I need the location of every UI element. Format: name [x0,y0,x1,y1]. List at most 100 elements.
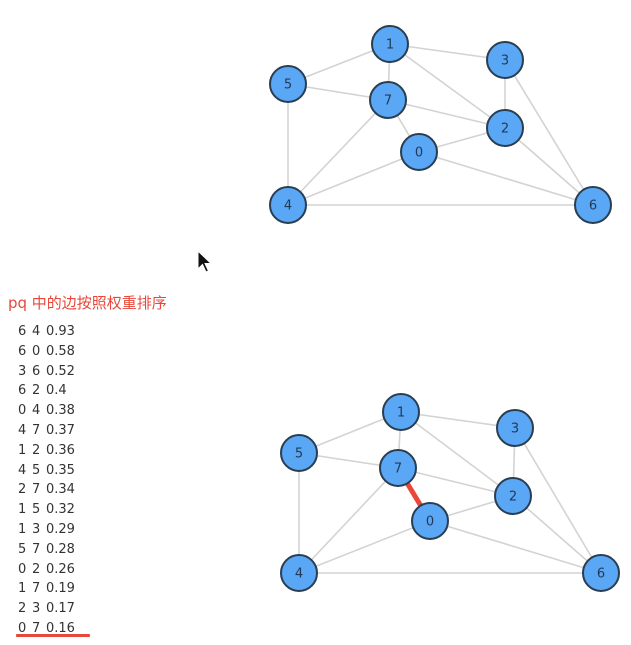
edge-weight: 0.17 [46,601,75,617]
edge-to: 5 [32,502,41,518]
edge-from: 4 [18,422,27,438]
edge-weight: 0.26 [46,561,75,577]
node-label: 3 [501,54,509,69]
edge-weight: 0.52 [46,363,75,379]
edge-weight: 0.36 [46,442,75,458]
graph-node-0: 0 [400,133,438,171]
graph-node-0: 0 [411,502,449,540]
edge-to: 7 [32,581,41,597]
edge-from: 6 [18,383,27,399]
graph-edge-0-6 [418,151,594,206]
edge-to: 5 [32,462,41,478]
edge-from: 1 [18,442,27,458]
edge-weight: 0.93 [46,324,75,339]
node-label: 1 [397,406,405,421]
edge-weight: 0.35 [46,462,75,478]
mouse-cursor-icon [197,249,213,278]
node-label: 5 [295,447,303,462]
edge-from: 1 [18,521,27,537]
edge-to: 4 [32,403,41,419]
edge-to: 3 [32,521,41,537]
node-label: 2 [509,490,517,505]
edge-to: 7 [32,541,41,557]
graph-edge-7-2 [387,99,506,129]
graph-node-4: 4 [269,186,307,224]
edge-to: 2 [32,383,41,399]
edge-weight: 0.32 [46,502,75,518]
graph-node-1: 1 [371,25,409,63]
graph-node-3: 3 [486,41,524,79]
edge-from: 0 [18,403,27,419]
edge-from: 5 [18,541,27,557]
edge-to: 7 [32,422,41,438]
graph-bottom: 0 1 2 3 4 5 6 7 [280,393,620,592]
graph-edge-0-6 [429,520,602,574]
graph-edge-1-3 [389,43,506,61]
graph-node-2: 2 [494,477,532,515]
edge-weight: 0.28 [46,541,75,557]
graph-node-5: 5 [280,434,318,472]
node-label: 3 [511,422,519,437]
graph-edge-1-2 [389,43,506,129]
node-label: 5 [284,78,292,93]
graph-node-2: 2 [486,109,524,147]
edge-to: 4 [32,324,41,339]
edge-to: 7 [32,482,41,498]
edge-weight: 0.58 [46,343,75,359]
node-label: 0 [426,515,434,530]
edge-from: 1 [18,581,27,597]
graph-edge-7-2 [397,467,514,497]
edge-from: 1 [18,502,27,518]
graph-node-6: 6 [574,186,612,224]
edge-weight: 0.29 [46,521,75,537]
edge-to: 0 [32,343,41,359]
edge-from: 3 [18,363,27,379]
graph-edge-3-6 [504,59,594,206]
edge-from: 0 [18,620,27,636]
graph-node-7: 7 [379,449,417,487]
edge-from: 4 [18,462,27,478]
edge-to: 2 [32,561,41,577]
graph-node-3: 3 [496,409,534,447]
edge-from: 6 [18,324,27,339]
graph-node-5: 5 [269,65,307,103]
graph-edge-2-6 [512,495,602,574]
node-label: 4 [284,199,292,214]
edge-to: 2 [32,442,41,458]
graph-edge-7-4 [287,99,389,206]
edge-from: 0 [18,561,27,577]
graph-node-7: 7 [369,81,407,119]
node-label: 7 [394,462,402,477]
node-label: 6 [597,567,605,582]
graph-top: 0 1 2 3 4 5 6 7 [269,25,612,224]
edge-weight: 0.16 [46,620,75,636]
edge-weight: 0.38 [46,403,75,419]
graph-edge-0-4 [287,151,420,206]
graph-edge-7-4 [298,467,399,574]
graph-node-4: 4 [280,554,318,592]
edge-weight: 0.37 [46,422,75,438]
edge-weight: 0.19 [46,581,75,597]
edge-from: 2 [18,482,27,498]
edge-to: 7 [32,620,41,636]
graph-edge-0-4 [298,520,431,574]
graph-edge-2-6 [504,127,594,206]
graph-node-6: 6 [582,554,620,592]
